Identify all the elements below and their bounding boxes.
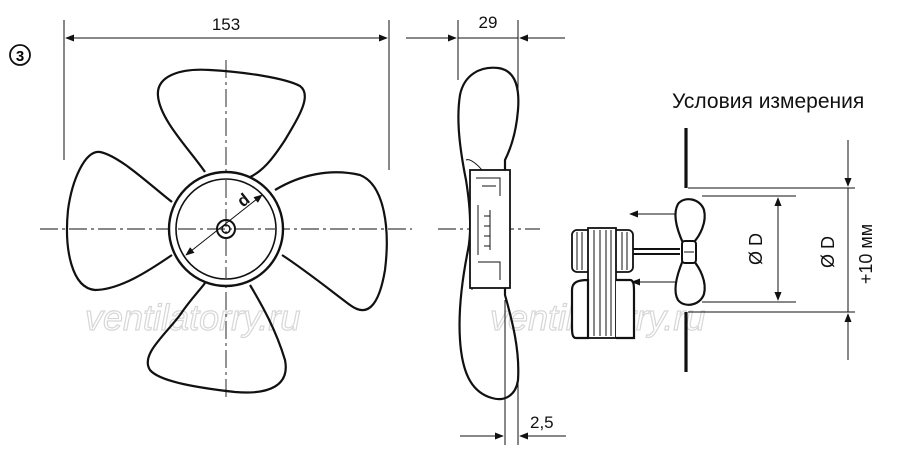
opening-tolerance-label: +10 мм	[856, 224, 876, 284]
opening-diameter-label: Ø D	[818, 236, 838, 268]
fan-hub-inner	[175, 178, 277, 280]
measurement-heading: Условия измерения	[672, 90, 864, 113]
measurement-conditions: Условия измерения	[570, 90, 876, 372]
offset-dimension-value: 2,5	[530, 413, 554, 432]
watermark-left: ventilatorry.ru	[85, 297, 300, 338]
fan-blade-right	[274, 171, 388, 312]
blade-profile	[457, 66, 520, 401]
fan-motor	[570, 227, 680, 340]
fan-side-view: 29 2,5	[406, 13, 566, 445]
figure-number-badge: 3	[9, 44, 31, 66]
bore-dimension-line	[185, 194, 263, 256]
fan-diameter-label: Ø D	[746, 233, 766, 265]
figure-number: 3	[16, 48, 24, 65]
depth-dimension-value: 29	[479, 13, 498, 32]
fan-front-view: 153 d	[40, 15, 412, 400]
mini-fan	[674, 198, 706, 306]
width-dimension-value: 153	[212, 15, 240, 34]
fan-blade-top	[156, 68, 306, 180]
fan-blade-left	[65, 150, 173, 292]
fan-blade-bottom	[146, 282, 287, 394]
